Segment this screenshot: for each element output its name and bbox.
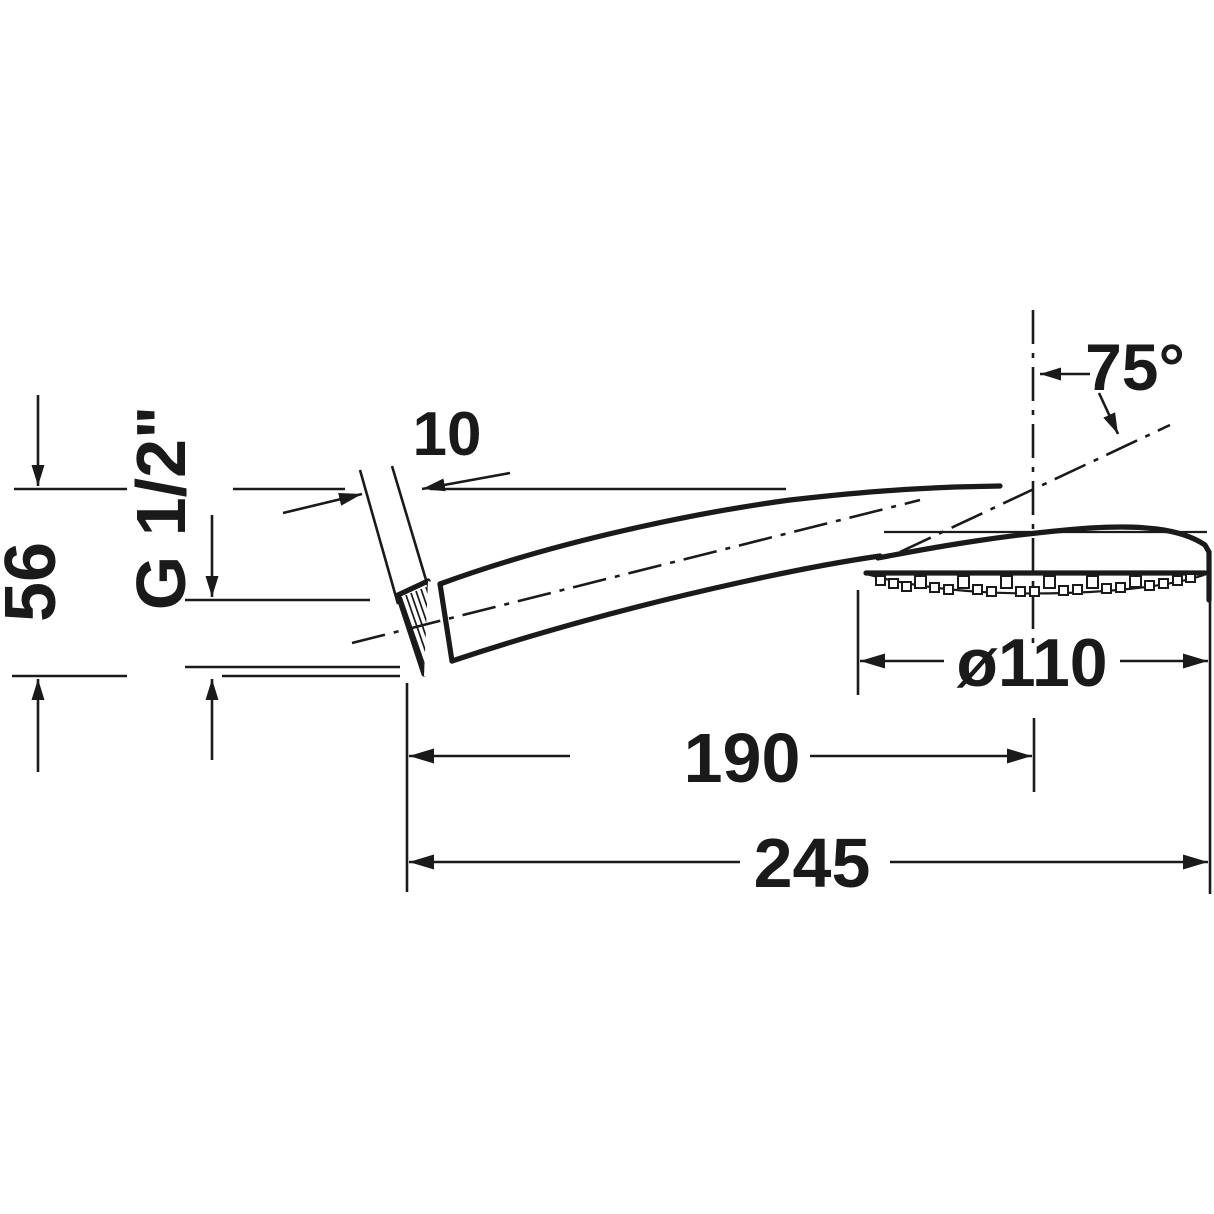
- shower-head: [863, 524, 1212, 603]
- handle-axis-centerline: [351, 498, 921, 645]
- dimension-thread-length-10: 10: [282, 400, 786, 605]
- handle-upper-edge: [437, 483, 1003, 587]
- extension-line-10-left: [358, 469, 400, 605]
- shower-body-group: [351, 483, 1212, 678]
- dimension-thread-g12: G 1/2": [122, 406, 400, 760]
- arrow-75-to-plane: [1097, 392, 1120, 435]
- dimension-label-56: 56: [0, 542, 71, 622]
- handle-end-cap: [437, 581, 455, 664]
- nozzle-squares: [875, 573, 1196, 597]
- dimension-label-245: 245: [754, 824, 871, 902]
- dimension-height-56: 56: [0, 395, 127, 772]
- dimension-label-g12: G 1/2": [122, 406, 200, 610]
- dimension-label-10: 10: [413, 400, 482, 469]
- dimension-head-diameter-110: ø110: [856, 588, 1212, 894]
- spray-plane-centerline: [899, 423, 1171, 554]
- spray-nozzle-face: [865, 572, 1205, 597]
- dimension-label-110: ø110: [956, 625, 1107, 701]
- dimension-spray-angle-75: 75°: [899, 310, 1185, 650]
- arrow-10-right: [421, 471, 511, 492]
- head-top-edge: [875, 524, 1212, 561]
- dimension-length-245: 245: [409, 824, 1208, 902]
- dimension-length-190: 190: [405, 683, 1036, 892]
- handle-lower-edge: [449, 553, 883, 664]
- dimension-label-190: 190: [684, 719, 801, 797]
- dimension-label-75: 75°: [1085, 330, 1185, 404]
- extension-line-10-right: [390, 465, 434, 601]
- handle-joint-fill: [424, 581, 452, 678]
- arrow-10-left: [282, 492, 363, 515]
